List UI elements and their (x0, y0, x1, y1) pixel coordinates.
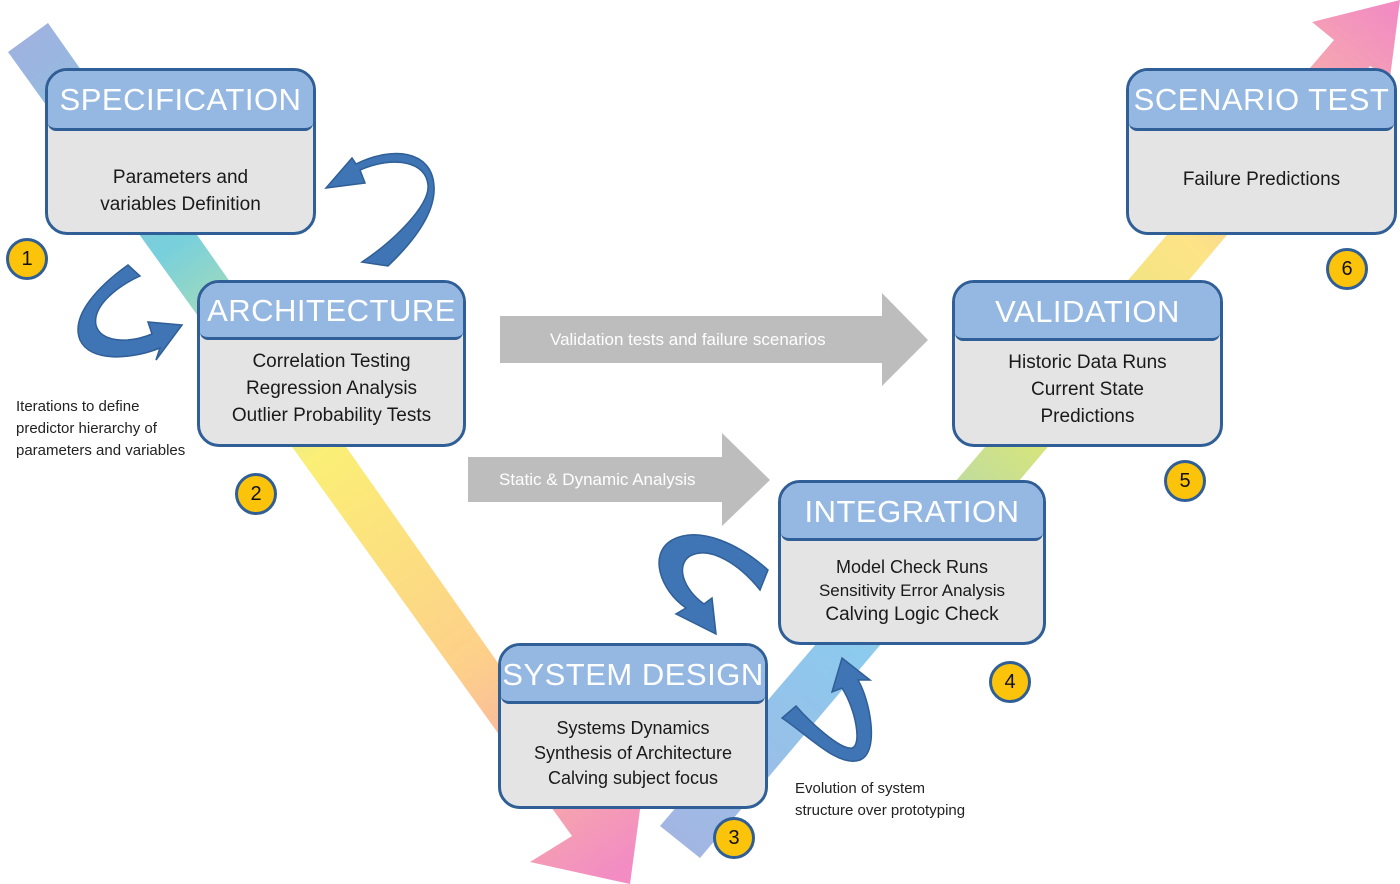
stage-line: Historic Data Runs (1008, 352, 1167, 373)
loop-arrow-system-design (780, 656, 873, 762)
stage-line: Failure Predictions (1182, 169, 1341, 190)
stage-body: Correlation Testing Regression Analysis … (200, 340, 463, 429)
stage-body: Systems Dynamics Synthesis of Architectu… (501, 704, 765, 791)
loop-arrow-architecture (77, 264, 184, 361)
stage-body: Failure Predictions (1129, 131, 1394, 193)
stage-line: Outlier Probability Tests (231, 405, 432, 426)
stage-line: Predictions (1040, 406, 1135, 427)
note-line: Iterations to define (16, 398, 140, 415)
note-line: predictor hierarchy of (16, 420, 157, 437)
stage-line: Synthesis of Architecture (533, 743, 733, 763)
step-badge-5: 5 (1164, 460, 1206, 502)
note-line: Evolution of system (795, 780, 926, 797)
stage-title: SPECIFICATION (48, 71, 313, 131)
stage-box-integration: INTEGRATION Model Check Runs Sensitivity… (778, 480, 1046, 645)
note-evolution: Evolution of system structure over proto… (795, 778, 965, 822)
stage-title: ARCHITECTURE (200, 283, 463, 340)
stage-line: Current State (1031, 379, 1144, 400)
step-badge-6: 6 (1326, 248, 1368, 290)
stage-line: variables Definition (100, 194, 261, 215)
stage-line: Calving Logic Check (825, 604, 999, 625)
descending-gradient-arrow (8, 23, 644, 884)
stage-box-scenario-test: SCENARIO TEST Failure Predictions (1126, 68, 1397, 235)
stage-title: SCENARIO TEST (1129, 71, 1394, 131)
stage-title: INTEGRATION (781, 483, 1043, 541)
stage-box-system-design: SYSTEM DESIGN Systems Dynamics Synthesis… (498, 643, 768, 809)
stage-title: SYSTEM DESIGN (501, 646, 765, 704)
stage-title: VALIDATION (955, 283, 1220, 341)
note-line: structure over prototyping (795, 802, 966, 819)
stage-body: Model Check Runs Sensitivity Error Analy… (781, 541, 1043, 627)
link-arrow-validation (500, 293, 928, 386)
step-badge-4: 4 (989, 661, 1031, 703)
stage-line: Regression Analysis (245, 378, 418, 399)
stage-line: Correlation Testing (252, 351, 411, 372)
stage-line: Sensitivity Error Analysis (818, 581, 1006, 600)
note-iterations: Iterations to define predictor hierarchy… (16, 396, 185, 462)
stage-line: Model Check Runs (835, 557, 989, 577)
stage-line: Calving subject focus (547, 768, 719, 788)
stage-body: Parameters and variables Definition (48, 131, 313, 218)
step-badge-2: 2 (235, 473, 277, 515)
stage-line: Parameters and (112, 167, 249, 188)
loop-arrow-integration (658, 534, 769, 636)
stage-box-validation: VALIDATION Historic Data Runs Current St… (952, 280, 1223, 447)
note-line: parameters and variables (16, 442, 186, 459)
step-badge-3: 3 (713, 817, 755, 859)
stage-box-specification: SPECIFICATION Parameters and variables D… (45, 68, 316, 235)
link-label-validation: Validation tests and failure scenarios (550, 330, 826, 349)
step-badge-1: 1 (6, 238, 48, 280)
stage-line: Systems Dynamics (556, 718, 710, 738)
stage-body: Historic Data Runs Current State Predict… (955, 341, 1220, 430)
link-label-integration: Static & Dynamic Analysis (499, 470, 696, 489)
stage-box-architecture: ARCHITECTURE Correlation Testing Regress… (197, 280, 466, 447)
link-arrow-integration (468, 433, 770, 526)
loop-arrow-specification (324, 152, 435, 267)
